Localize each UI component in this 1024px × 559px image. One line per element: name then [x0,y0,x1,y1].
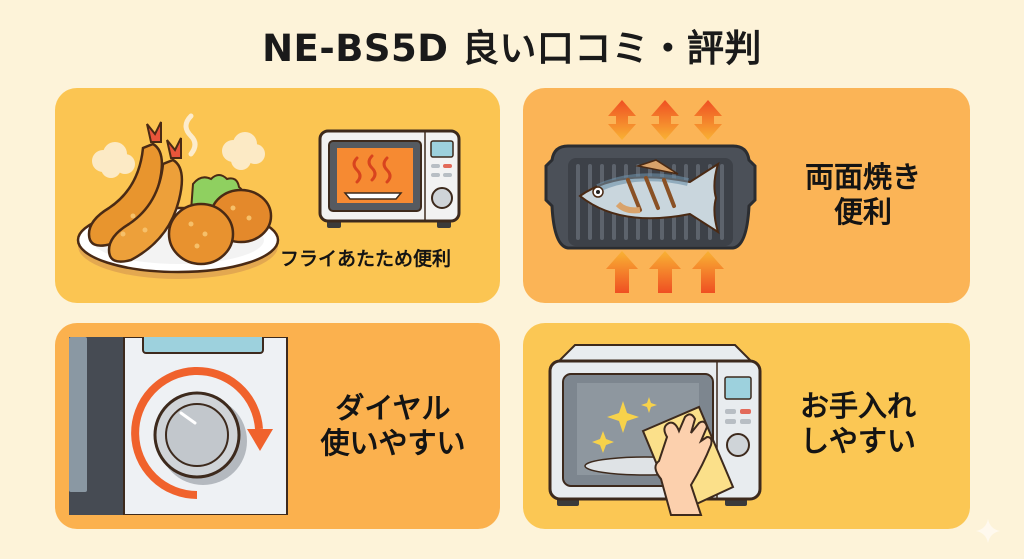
microwave-cleaning-icon [548,344,762,516]
card-label-line-2: しやすい [800,424,916,459]
card-label-line-1: お手入れ [799,389,916,423]
card-label: フライあたため便利 [280,248,452,270]
review-card-fry-reheat: フライあたため便利 [55,88,500,303]
sparkle-icon [976,519,1000,543]
rotate-arrow-icon [131,367,263,499]
card-label: お手入れ しやすい [768,389,948,460]
microwave-heating-icon [318,129,461,228]
heat-arrows-icon [606,100,724,293]
hand-with-cloth-icon [641,405,735,516]
card-label-line-1: 両面焼き [804,160,921,194]
review-card-dial: ダイヤル 使いやすい [55,323,500,529]
card-label-line-1: ダイヤル [335,391,451,425]
grilled-fish-on-tray-icon [544,100,757,293]
page-title: NE-BS5D 良い口コミ・評判 [262,27,762,70]
review-card-double-grill: 両面焼き 便利 [523,88,970,303]
card-label-line-2: 便利 [833,195,892,230]
rotary-dial-icon [69,337,288,515]
fried-food-plate-icon [76,113,280,279]
card-label-line-2: 使いやすい [320,426,466,461]
card-label: ダイヤル 使いやすい [293,391,493,462]
card-label: 両面焼き 便利 [773,160,953,231]
review-card-cleaning: お手入れ しやすい [523,323,970,529]
